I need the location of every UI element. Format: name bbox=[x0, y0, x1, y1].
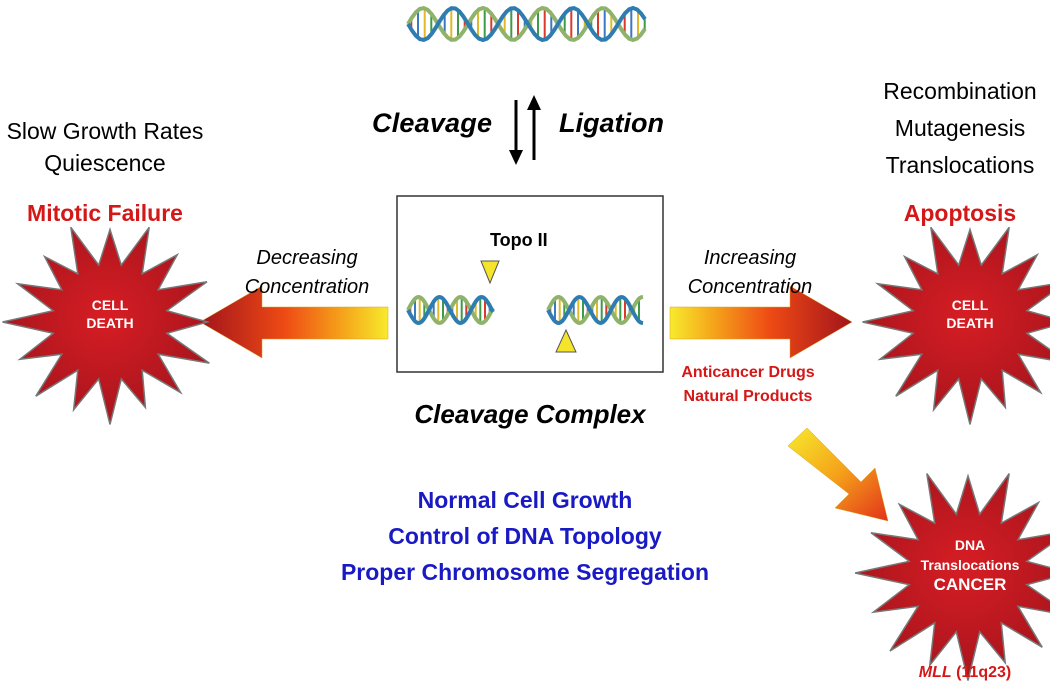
right-outcome-list: Recombination Mutagenesis Translocations bbox=[870, 73, 1050, 184]
ligation-label: Ligation bbox=[559, 108, 664, 138]
topo-marker-top-icon bbox=[480, 260, 500, 285]
burst-text-line: CANCER bbox=[933, 575, 1007, 594]
normal-function-item: Proper Chromosome Segregation bbox=[340, 559, 710, 585]
left-outcome-item: Quiescence bbox=[44, 150, 166, 176]
anticancer-drugs-list: Anticancer Drugs Natural Products bbox=[668, 361, 828, 409]
mll-gene-label: MLL (11q23) bbox=[880, 664, 1050, 682]
normal-function-item: Control of DNA Topology bbox=[388, 523, 662, 549]
normal-function-item: Normal Cell Growth bbox=[417, 487, 633, 513]
decreasing-concentration-arrow bbox=[199, 285, 389, 359]
increasing-concentration-arrow bbox=[669, 285, 853, 359]
topo-ii-label: Topo II bbox=[490, 230, 548, 250]
mll-gene-name: MLL bbox=[918, 664, 952, 681]
drug-line: Natural Products bbox=[683, 388, 813, 405]
left-outcome-list: Slow Growth Rates Quiescence bbox=[0, 115, 210, 179]
burst-text-line: CELL bbox=[91, 297, 129, 313]
burst-text-line: Translocations bbox=[920, 557, 1020, 573]
burst-text-line: DNA bbox=[954, 537, 986, 553]
dna-right-fragment-icon bbox=[546, 294, 644, 326]
cell-death-burst-left bbox=[2, 226, 211, 425]
increasing-concentration-label: Increasing Concentration bbox=[670, 244, 830, 302]
arrow-label-line: Decreasing bbox=[256, 247, 358, 269]
left-outcome-item: Slow Growth Rates bbox=[6, 118, 204, 144]
dna-left-fragment-icon bbox=[406, 294, 495, 326]
right-outcome-item: Recombination bbox=[883, 78, 1037, 104]
mll-gene-locus: (11q23) bbox=[951, 664, 1012, 681]
arrow-label-line: Concentration bbox=[687, 276, 813, 298]
cleavage-down-arrow-icon bbox=[509, 100, 523, 165]
cleavage-label: Cleavage bbox=[372, 108, 493, 138]
right-outcome-item: Mutagenesis bbox=[894, 115, 1026, 141]
cell-death-right-text: CELL DEATH bbox=[910, 296, 1030, 332]
right-outcome-item: Translocations bbox=[885, 152, 1035, 178]
cleavage-complex-label: Cleavage Complex bbox=[414, 399, 646, 429]
arrow-label-line: Concentration bbox=[244, 276, 370, 298]
burst-text-line: DEATH bbox=[86, 315, 134, 331]
dna-helix-icon bbox=[406, 5, 647, 43]
topo-marker-bottom-icon bbox=[555, 328, 577, 353]
mitotic-failure-label: Mitotic Failure bbox=[27, 200, 183, 226]
burst-text-line: CELL bbox=[951, 297, 989, 313]
decreasing-concentration-label: Decreasing Concentration bbox=[232, 244, 382, 302]
cancer-burst bbox=[854, 473, 1050, 681]
normal-functions-list: Normal Cell Growth Control of DNA Topolo… bbox=[330, 482, 720, 590]
cleavage-complex-box bbox=[396, 195, 664, 373]
ligation-up-arrow-icon bbox=[527, 95, 541, 160]
cell-death-left-text: CELL DEATH bbox=[50, 296, 170, 332]
burst-text-line: DEATH bbox=[946, 315, 994, 331]
arrow-label-line: Increasing bbox=[703, 247, 797, 269]
apoptosis-label: Apoptosis bbox=[903, 200, 1017, 226]
cancer-arrow bbox=[787, 427, 889, 522]
cancer-burst-text: DNA Translocations CANCER bbox=[900, 535, 1040, 595]
cell-death-burst-right bbox=[862, 226, 1050, 425]
drug-line: Anticancer Drugs bbox=[681, 364, 815, 381]
